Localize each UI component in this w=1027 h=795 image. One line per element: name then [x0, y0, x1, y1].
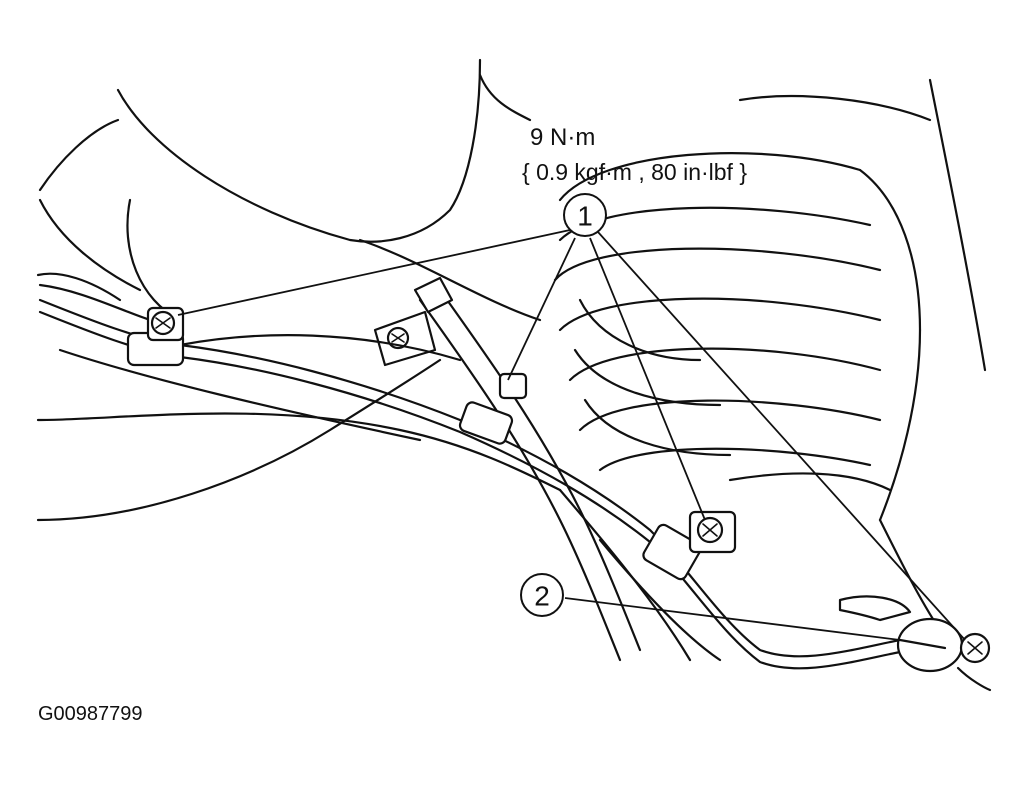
figure-id: G00987799 — [38, 703, 143, 725]
torque-spec-line1: 9 N·m — [530, 124, 595, 151]
hose-clamp-left — [126, 306, 185, 367]
callout-2-number: 2 — [534, 581, 550, 612]
callout-1: 1 — [563, 193, 607, 237]
coil-spring — [553, 78, 987, 632]
strut-rod — [373, 276, 642, 662]
torque-spec-line2: { 0.9 kgf·m , 80 in·lbf } — [522, 159, 747, 185]
hose-end-fitting — [838, 595, 992, 692]
callout-1-number: 1 — [577, 201, 593, 232]
leader-lines — [177, 229, 966, 641]
chassis-outline — [36, 58, 722, 662]
callout-2: 2 — [520, 573, 564, 617]
hose-clamp-right — [642, 510, 737, 581]
hose-clamp-middle — [458, 372, 528, 445]
